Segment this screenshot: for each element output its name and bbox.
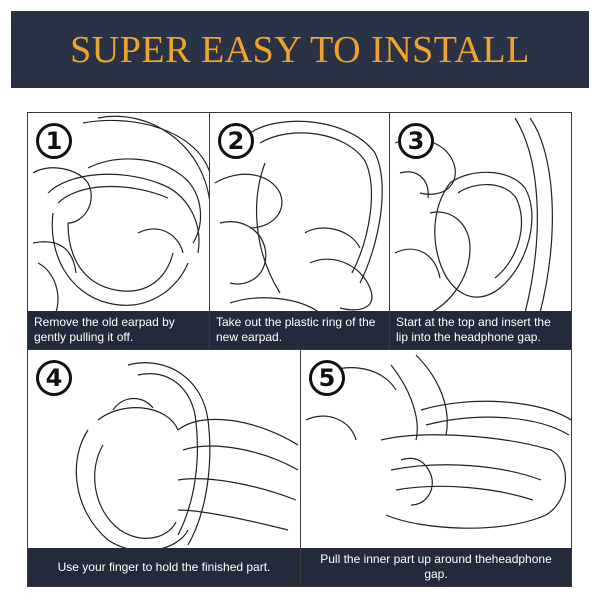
step-4-caption: Use your finger to hold the finished par… [28, 548, 300, 586]
step-4-number: 4 [36, 360, 72, 396]
step-4-illustration [75, 362, 299, 552]
step-2-panel: 2 Take out the plastic ring of the new e… [209, 112, 390, 350]
step-2-number: 2 [218, 123, 254, 159]
step-5-number: 5 [309, 360, 345, 396]
step-5-panel: 5 Pull the inner part up around theheadp… [300, 349, 572, 587]
step-2-illustration [214, 120, 383, 314]
step-3-caption: Start at the top and insert the lip into… [390, 311, 571, 349]
step-5-illustration [305, 354, 571, 529]
step-3-number: 3 [398, 123, 434, 159]
step-4-panel: 4 Use your finger to hold the finished p… [27, 349, 301, 587]
step-1-caption: Remove the old earpad by gently pulling … [28, 311, 209, 349]
step-1-panel: 1 Remove the old earpad by gently pullin… [27, 112, 210, 350]
step-1-number: 1 [36, 123, 72, 159]
title-banner: SUPER EASY TO INSTALL [11, 11, 589, 88]
step-3-panel: 3 Start at the top and insert the lip in… [389, 112, 572, 350]
page-title: SUPER EASY TO INSTALL [70, 28, 530, 71]
step-5-caption: Pull the inner part up around theheadpho… [301, 548, 571, 586]
step-3-illustration [394, 117, 553, 314]
step-1-illustration [32, 115, 209, 319]
step-2-caption: Take out the plastic ring of the new ear… [210, 311, 389, 349]
